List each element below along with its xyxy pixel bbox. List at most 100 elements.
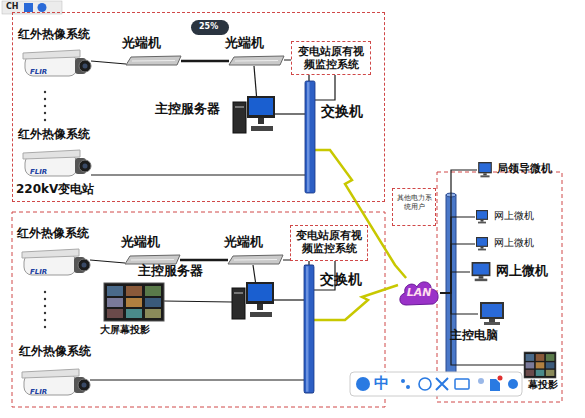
server-node-part [246, 282, 274, 304]
node-label: 交换机 [320, 271, 362, 287]
pc-node-part [482, 304, 502, 317]
connector-line [253, 265, 256, 282]
dash-node: 变电站原有视频监控系统 [291, 41, 371, 75]
oe-node: 光端机 [126, 56, 181, 66]
pc-node-part [473, 264, 489, 275]
connector-line [440, 170, 477, 293]
cam-node-part [83, 64, 88, 69]
server-node-part [249, 98, 273, 115]
node-label: 光端机 [224, 235, 263, 250]
node-label: 红外热像系统 [18, 28, 90, 42]
node-label: 主控服务器 [138, 264, 203, 279]
oe-node: 光端机 [228, 255, 283, 265]
node-label: LAN [398, 287, 440, 300]
bottom-site-group [12, 212, 385, 407]
node-label: 红外热像系统 [17, 227, 89, 241]
screen-node-part [104, 283, 164, 321]
node-label: 变电站原有视频监控系统 [291, 226, 367, 258]
screen-node-part [145, 298, 161, 307]
ime-icon [490, 379, 500, 391]
ellipsis-dots [44, 91, 46, 328]
screen-node-part [145, 286, 161, 296]
ime-icon [478, 378, 484, 384]
dot [44, 119, 46, 121]
node-label: 幕投影 [528, 379, 558, 391]
ime-icon [356, 377, 370, 391]
node-label: 交换机 [321, 103, 363, 119]
switch-node-part [305, 81, 315, 193]
connector-line [440, 293, 524, 365]
connector-line [440, 244, 475, 293]
ime-icon [406, 385, 410, 389]
server-node: 主控服务器 [232, 282, 274, 320]
cam-node-part [79, 160, 91, 172]
node-label: 网上微机 [494, 211, 534, 222]
oe-node: 光端机 [229, 56, 284, 66]
server-node-part [248, 284, 272, 301]
screen-node-part [126, 309, 142, 318]
office-group [437, 172, 562, 402]
oe-node-part [229, 56, 284, 65]
dot [44, 105, 46, 107]
dot [44, 305, 46, 307]
pc-node-part [480, 175, 489, 177]
node-label: 光端机 [122, 36, 161, 51]
bus-bar [446, 195, 456, 387]
connector-line [90, 260, 125, 263]
screen-node-part [546, 370, 555, 376]
pc-node-part [475, 279, 488, 282]
oe-node-part [229, 56, 284, 66]
oe-node-part [126, 56, 181, 65]
screen-node: 幕投影 [524, 352, 556, 378]
switch-node-part [304, 265, 314, 393]
connector-line [440, 217, 475, 293]
connector-line [91, 61, 126, 64]
dash-node: 变电站原有视频监控系统 [290, 225, 368, 261]
screen-node-part [145, 309, 161, 318]
connector-line [440, 293, 478, 314]
node-label: 220kV变电站 [16, 183, 94, 197]
oe-node-part [228, 255, 283, 264]
switch-node-part [304, 265, 314, 393]
pc-node-part [477, 162, 493, 178]
pc-node-part [480, 302, 504, 319]
connector-line [254, 66, 257, 96]
screen-node-part [126, 286, 142, 296]
screen-node-part [526, 370, 535, 376]
pc-node-part [478, 302, 506, 326]
pc-node-part [481, 220, 484, 222]
pc-node: 网上微机 [470, 262, 492, 282]
server-node-part [233, 102, 246, 133]
node-label: 主控服务器 [155, 102, 220, 117]
dot [44, 312, 46, 314]
screen-node-part [107, 286, 123, 296]
screen-node-part [536, 370, 545, 376]
dot [44, 298, 46, 300]
node-label: 变电站原有视频监控系统 [292, 42, 370, 74]
server-node-part [233, 96, 275, 134]
cam-node-part [82, 383, 87, 388]
screen-node: 大屏幕投影 [104, 283, 164, 321]
printed-label: FLIR [30, 69, 47, 76]
connector-line [440, 272, 470, 293]
connector-line [315, 75, 335, 100]
node-label: 红外热像系统 [19, 345, 91, 359]
ime-badge [498, 376, 503, 381]
pc-node-part [477, 238, 487, 246]
connector-line [90, 379, 304, 380]
dot [44, 326, 46, 328]
pc-node-part [479, 163, 490, 172]
connector-line [275, 113, 305, 114]
ime-bg [350, 372, 522, 396]
switch-node: 交换机 [304, 265, 314, 393]
pc-node-part [477, 211, 487, 219]
printed-label: FLIR [30, 269, 47, 276]
oe-node-part [234, 259, 277, 261]
dot [44, 91, 46, 93]
oe-node-part [126, 56, 181, 66]
server-node-part [247, 96, 275, 118]
cloud-node: LAN [398, 278, 440, 308]
switch-node: 交换机 [305, 81, 315, 193]
